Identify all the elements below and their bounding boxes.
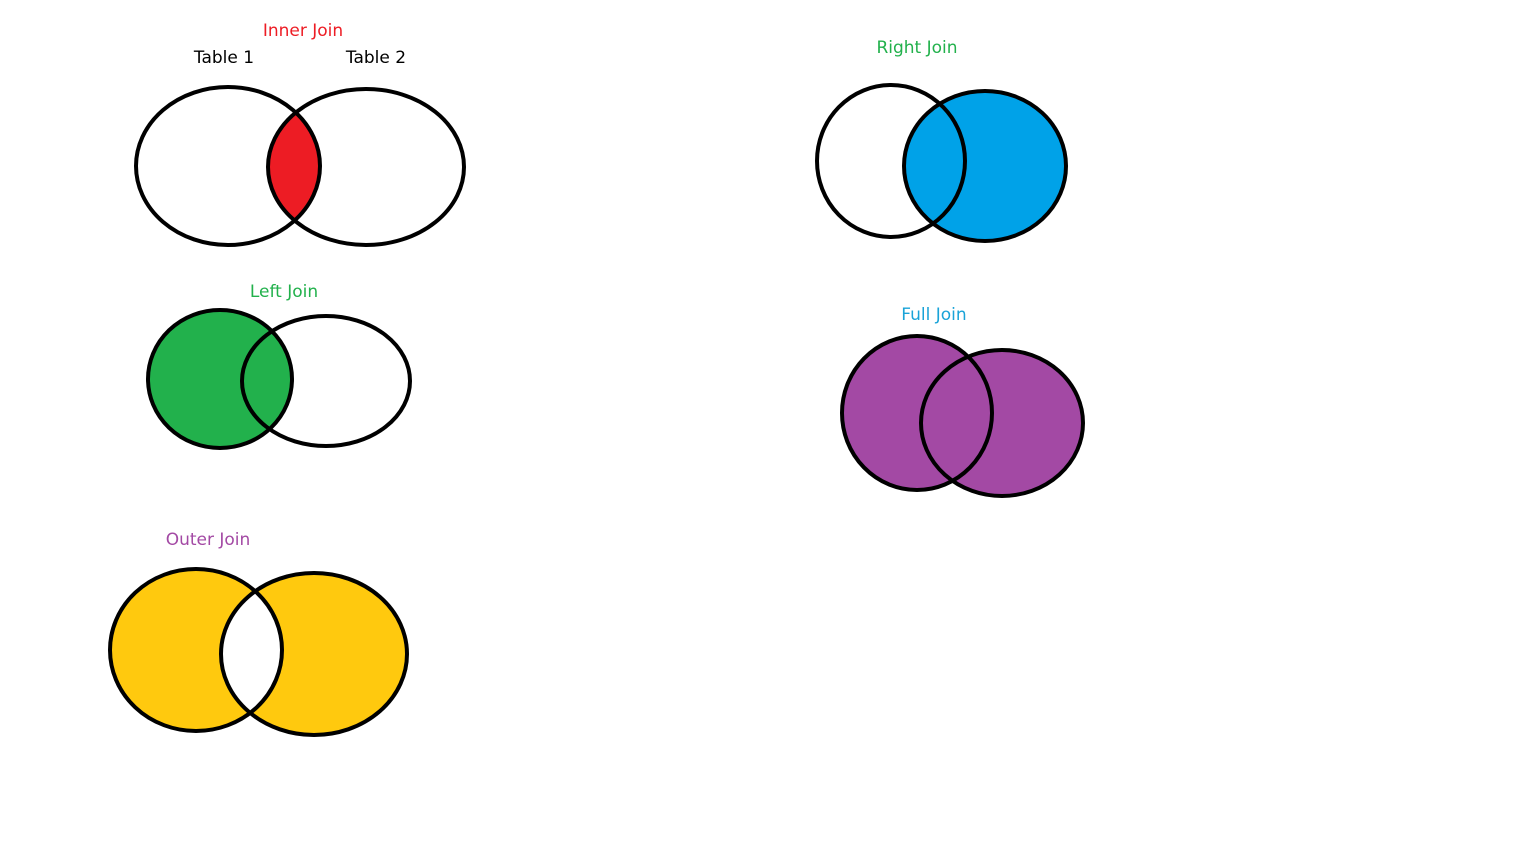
outer-join-right-circle [219,571,409,737]
outer-join-left-circle [108,567,284,733]
outer-join-diagram: Outer Join [108,530,409,737]
inner-join-right-circle [266,87,466,247]
full-join-left-circle [840,334,994,492]
left-join-diagram: Left Join [146,282,412,450]
right-join-title: Right Join [876,38,957,58]
right-join-left-circle [815,83,967,239]
right-join-right-set-fill [904,91,1066,241]
full-join-title: Full Join [901,305,966,325]
full-join-right-circle [919,348,1085,498]
inner-join-title: Inner Join [263,21,343,41]
table-1-label: Table 1 [193,48,254,68]
right-join-right-circle [902,89,1068,243]
table-2-label: Table 2 [345,48,406,68]
left-join-left-circle [146,308,294,450]
full-join-right-set-fill [921,350,1083,496]
right-join-diagram: Right Join [815,38,1068,243]
left-join-right-circle [240,314,412,448]
inner-join-diagram: Inner Join Table 1 Table 2 [134,21,466,247]
full-join-diagram: Full Join [840,305,1085,498]
outer-join-title: Outer Join [166,530,251,550]
inner-join-left-circle [134,85,322,247]
left-join-title: Left Join [250,282,318,302]
